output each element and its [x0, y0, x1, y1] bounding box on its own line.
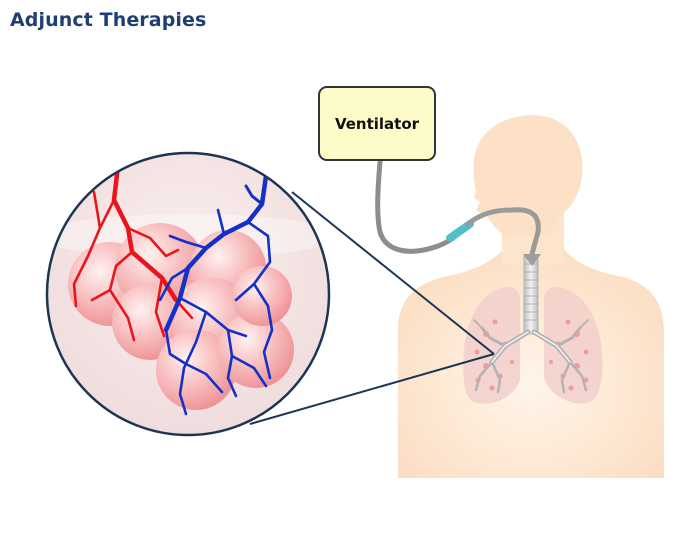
right-lung [463, 287, 520, 404]
pulmonary-artery [72, 163, 194, 342]
pulmonary-vein [158, 173, 274, 416]
torso [398, 246, 664, 478]
lungs [463, 287, 603, 404]
trachea [523, 255, 539, 335]
hose-connector [446, 220, 474, 242]
magnified-alveoli [45, 151, 331, 437]
left-lung [544, 287, 603, 404]
ventilator-box: Ventilator [318, 86, 436, 161]
tube-tip-arrow [523, 254, 541, 266]
head [473, 115, 583, 236]
ventilator-label: Ventilator [334, 114, 420, 133]
airway [473, 255, 589, 394]
page-title: Adjunct Therapies [10, 9, 207, 31]
magnifier-border [45, 151, 331, 437]
ventilator-tubing [375, 159, 541, 257]
endotracheal-tube [465, 207, 541, 257]
bronchial-tree-highlight [491, 331, 571, 363]
callout-lines [249, 191, 495, 425]
